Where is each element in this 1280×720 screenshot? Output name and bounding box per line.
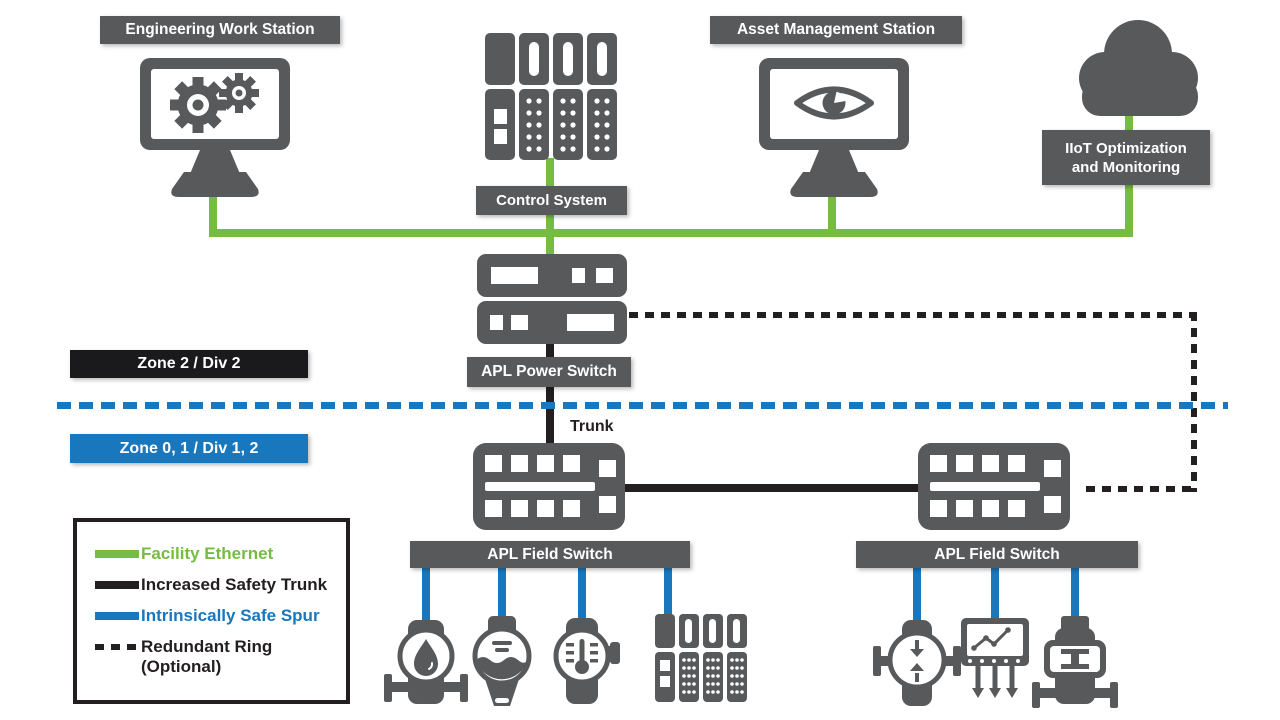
increased-safety-trunk-swatch-icon — [95, 581, 139, 589]
redundant-ring-top-segment — [629, 312, 1196, 318]
temperature-transmitter-icon — [546, 616, 624, 706]
apl-power-switch-label-text: APL Power Switch — [481, 363, 617, 380]
rack-switch-unit-icon — [477, 301, 627, 344]
apl-field-switch-left-label: APL Field Switch — [410, 541, 690, 568]
level-transmitter-icon — [470, 616, 534, 708]
apl-power-switch-label: APL Power Switch — [467, 357, 631, 387]
spur-line — [664, 564, 672, 620]
trunk-vertical-line — [546, 342, 554, 450]
analyzer-icon — [954, 616, 1036, 704]
zone-2-div-2-text: Zone 2 / Div 2 — [137, 355, 241, 372]
control-system-label-text: Control System — [496, 192, 607, 209]
apl-field-switch-right-label-text: APL Field Switch — [934, 545, 1060, 563]
iiot-label: IIoT Optimization and Monitoring — [1042, 130, 1210, 185]
legend-box: Facility Ethernet Increased Safety Trunk… — [73, 518, 350, 704]
apl-field-switch-left-label-text: APL Field Switch — [487, 545, 613, 563]
spur-line — [913, 564, 921, 622]
facility-ethernet-bus — [209, 229, 1133, 237]
ews-label: Engineering Work Station — [100, 16, 340, 44]
ams-label: Asset Management Station — [710, 16, 962, 44]
plc-rack-icon — [485, 33, 619, 160]
legend-label: Redundant Ring (Optional) — [141, 637, 273, 676]
zone-0-1-div-1-2-badge: Zone 0, 1 / Div 1, 2 — [70, 434, 308, 463]
zone-2-div-2-badge: Zone 2 / Div 2 — [70, 350, 308, 378]
legend-item-intrinsically-safe-spur: Intrinsically Safe Spur — [95, 606, 346, 626]
trunk-horizontal-line — [625, 484, 920, 492]
valve-icon — [1032, 616, 1118, 710]
ams-label-text: Asset Management Station — [736, 21, 936, 38]
zone-0-1-div-1-2-text: Zone 0, 1 / Div 1, 2 — [119, 439, 259, 457]
spur-line — [422, 564, 430, 620]
control-system-label: Control System — [476, 186, 627, 215]
redundant-ring-swatch-icon — [95, 644, 139, 650]
ews-ethernet-drop — [209, 193, 217, 233]
legend-label: Facility Ethernet — [141, 544, 274, 563]
monitor-with-gears-icon — [138, 56, 292, 198]
field-switch-icon — [918, 443, 1070, 530]
trunk-label: Trunk — [570, 418, 614, 436]
legend-item-facility-ethernet: Facility Ethernet — [95, 544, 346, 564]
rack-switch-unit-icon — [477, 254, 627, 297]
redundant-ring-bottom-segment — [1086, 486, 1196, 492]
remote-io-icon — [655, 614, 747, 702]
iiot-label-text: IIoT Optimization and Monitoring — [1065, 139, 1187, 176]
legend-label: Increased Safety Trunk — [141, 575, 328, 594]
ews-label-text: Engineering Work Station — [125, 21, 315, 38]
cloud-icon — [1060, 8, 1202, 120]
trunk-label-text: Trunk — [570, 418, 614, 435]
pressure-transmitter-icon — [873, 616, 961, 710]
zone-divider-line — [57, 402, 1228, 409]
legend-item-redundant-ring: Redundant Ring (Optional) — [95, 637, 346, 677]
spur-line — [578, 564, 586, 620]
facility-ethernet-swatch-icon — [95, 550, 139, 558]
spur-line — [1071, 564, 1079, 622]
spur-line — [991, 564, 999, 622]
legend-item-increased-safety-trunk: Increased Safety Trunk — [95, 575, 346, 595]
intrinsically-safe-spur-swatch-icon — [95, 612, 139, 620]
field-switch-icon — [473, 443, 625, 530]
monitor-with-eye-icon — [757, 56, 911, 198]
apl-field-switch-right-label: APL Field Switch — [856, 541, 1138, 568]
ams-ethernet-drop — [828, 186, 836, 233]
flow-transmitter-icon — [384, 616, 468, 712]
legend-label: Intrinsically Safe Spur — [141, 606, 320, 625]
spur-line — [498, 564, 506, 620]
